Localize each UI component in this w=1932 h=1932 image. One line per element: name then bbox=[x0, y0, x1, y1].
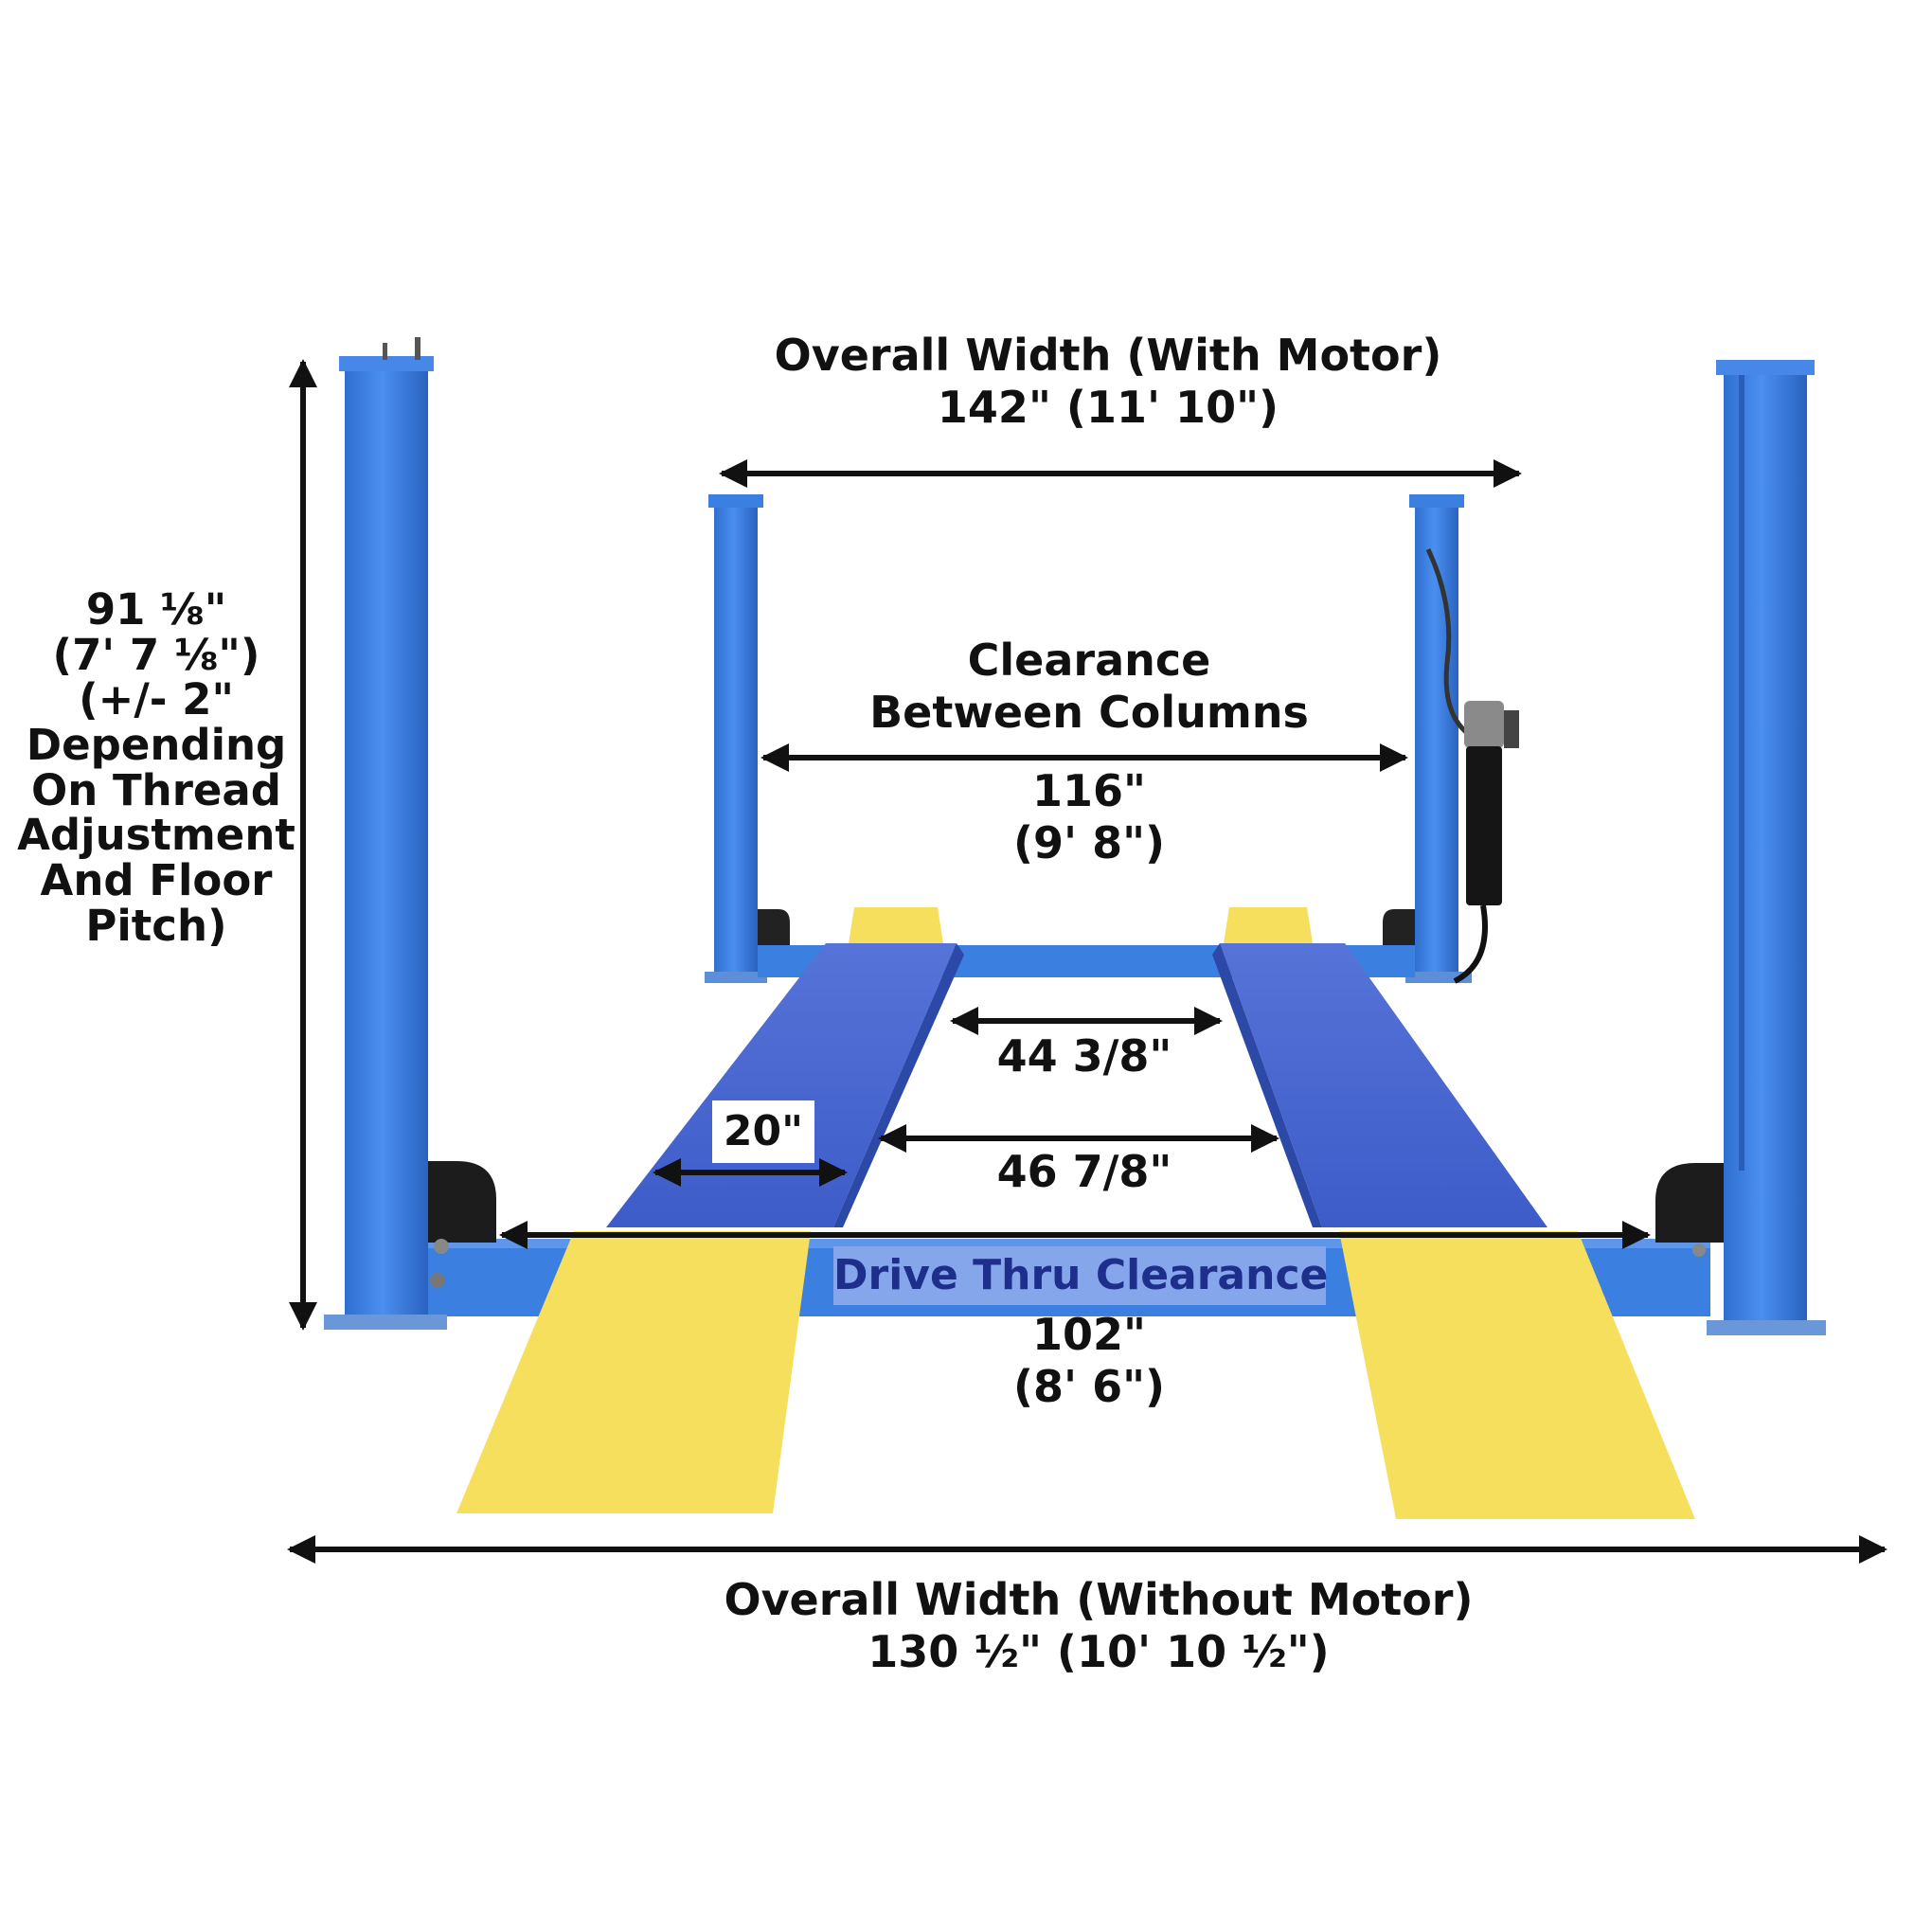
drive-thru-value-inches: 102" bbox=[1032, 1309, 1146, 1360]
left-ramp bbox=[456, 1231, 811, 1513]
clearance-value-feet: (9' 8") bbox=[1012, 817, 1166, 869]
clearance-value-inches: 116" bbox=[1032, 765, 1146, 816]
rear-left-post bbox=[705, 494, 790, 983]
front-right-post bbox=[1655, 360, 1826, 1335]
inner-runway-gap-label: 44 3/8" bbox=[996, 1030, 1172, 1082]
right-runway bbox=[1220, 943, 1547, 1227]
clearance-between-columns-label: Clearance Between Columns bbox=[814, 635, 1364, 739]
height-note-line-3: On Thread bbox=[31, 764, 281, 815]
outer-runway-gap-label: 46 7/8" bbox=[996, 1146, 1172, 1197]
clearance-title-line-2: Between Columns bbox=[869, 687, 1309, 739]
hydraulic-power-unit-icon bbox=[1425, 547, 1519, 984]
rear-right-stop bbox=[1224, 907, 1313, 943]
overall-width-with-motor-value: 142" (11' 10") bbox=[937, 382, 1279, 434]
height-note-line-6: Pitch) bbox=[85, 900, 227, 951]
rear-left-stop bbox=[849, 907, 943, 943]
overall-width-with-motor-title: Overall Width (With Motor) bbox=[774, 330, 1442, 381]
drive-thru-clearance-value: 102" (8' 6") bbox=[928, 1309, 1250, 1413]
left-runway-edge bbox=[833, 943, 964, 1227]
rear-right-post bbox=[1383, 494, 1472, 983]
height-note-line-1: (+/- 2" bbox=[79, 674, 234, 725]
drive-thru-value-feet: (8' 6") bbox=[1012, 1361, 1166, 1413]
overall-width-without-motor-value: 130 ½" (10' 10 ½") bbox=[868, 1626, 1330, 1678]
height-value-feet: (7' 7 ⅛") bbox=[52, 629, 260, 680]
overall-width-without-motor-title: Overall Width (Without Motor) bbox=[724, 1574, 1474, 1625]
left-runway bbox=[606, 943, 957, 1227]
right-ramp bbox=[1339, 1231, 1695, 1519]
height-note-line-5: And Floor bbox=[40, 855, 273, 906]
height-label: 91 ⅛" (7' 7 ⅛") (+/- 2" Depending On Thr… bbox=[9, 587, 303, 949]
height-value: 91 ⅛" bbox=[85, 584, 227, 635]
right-runway-edge bbox=[1212, 943, 1322, 1227]
height-note-line-2: Depending bbox=[26, 720, 287, 771]
front-left-post bbox=[324, 337, 496, 1330]
drive-thru-clearance-title: Drive Thru Clearance bbox=[833, 1246, 1328, 1305]
height-note-line-4: Adjustment bbox=[17, 810, 295, 861]
clearance-title-line-1: Clearance bbox=[967, 635, 1211, 686]
overall-width-with-motor-label: Overall Width (With Motor) 142" (11' 10"… bbox=[720, 330, 1496, 434]
overall-width-without-motor-label: Overall Width (Without Motor) 130 ½" (10… bbox=[691, 1574, 1506, 1678]
runway-width-label: 20" bbox=[712, 1100, 814, 1163]
clearance-between-columns-value: 116" (9' 8") bbox=[871, 765, 1307, 869]
